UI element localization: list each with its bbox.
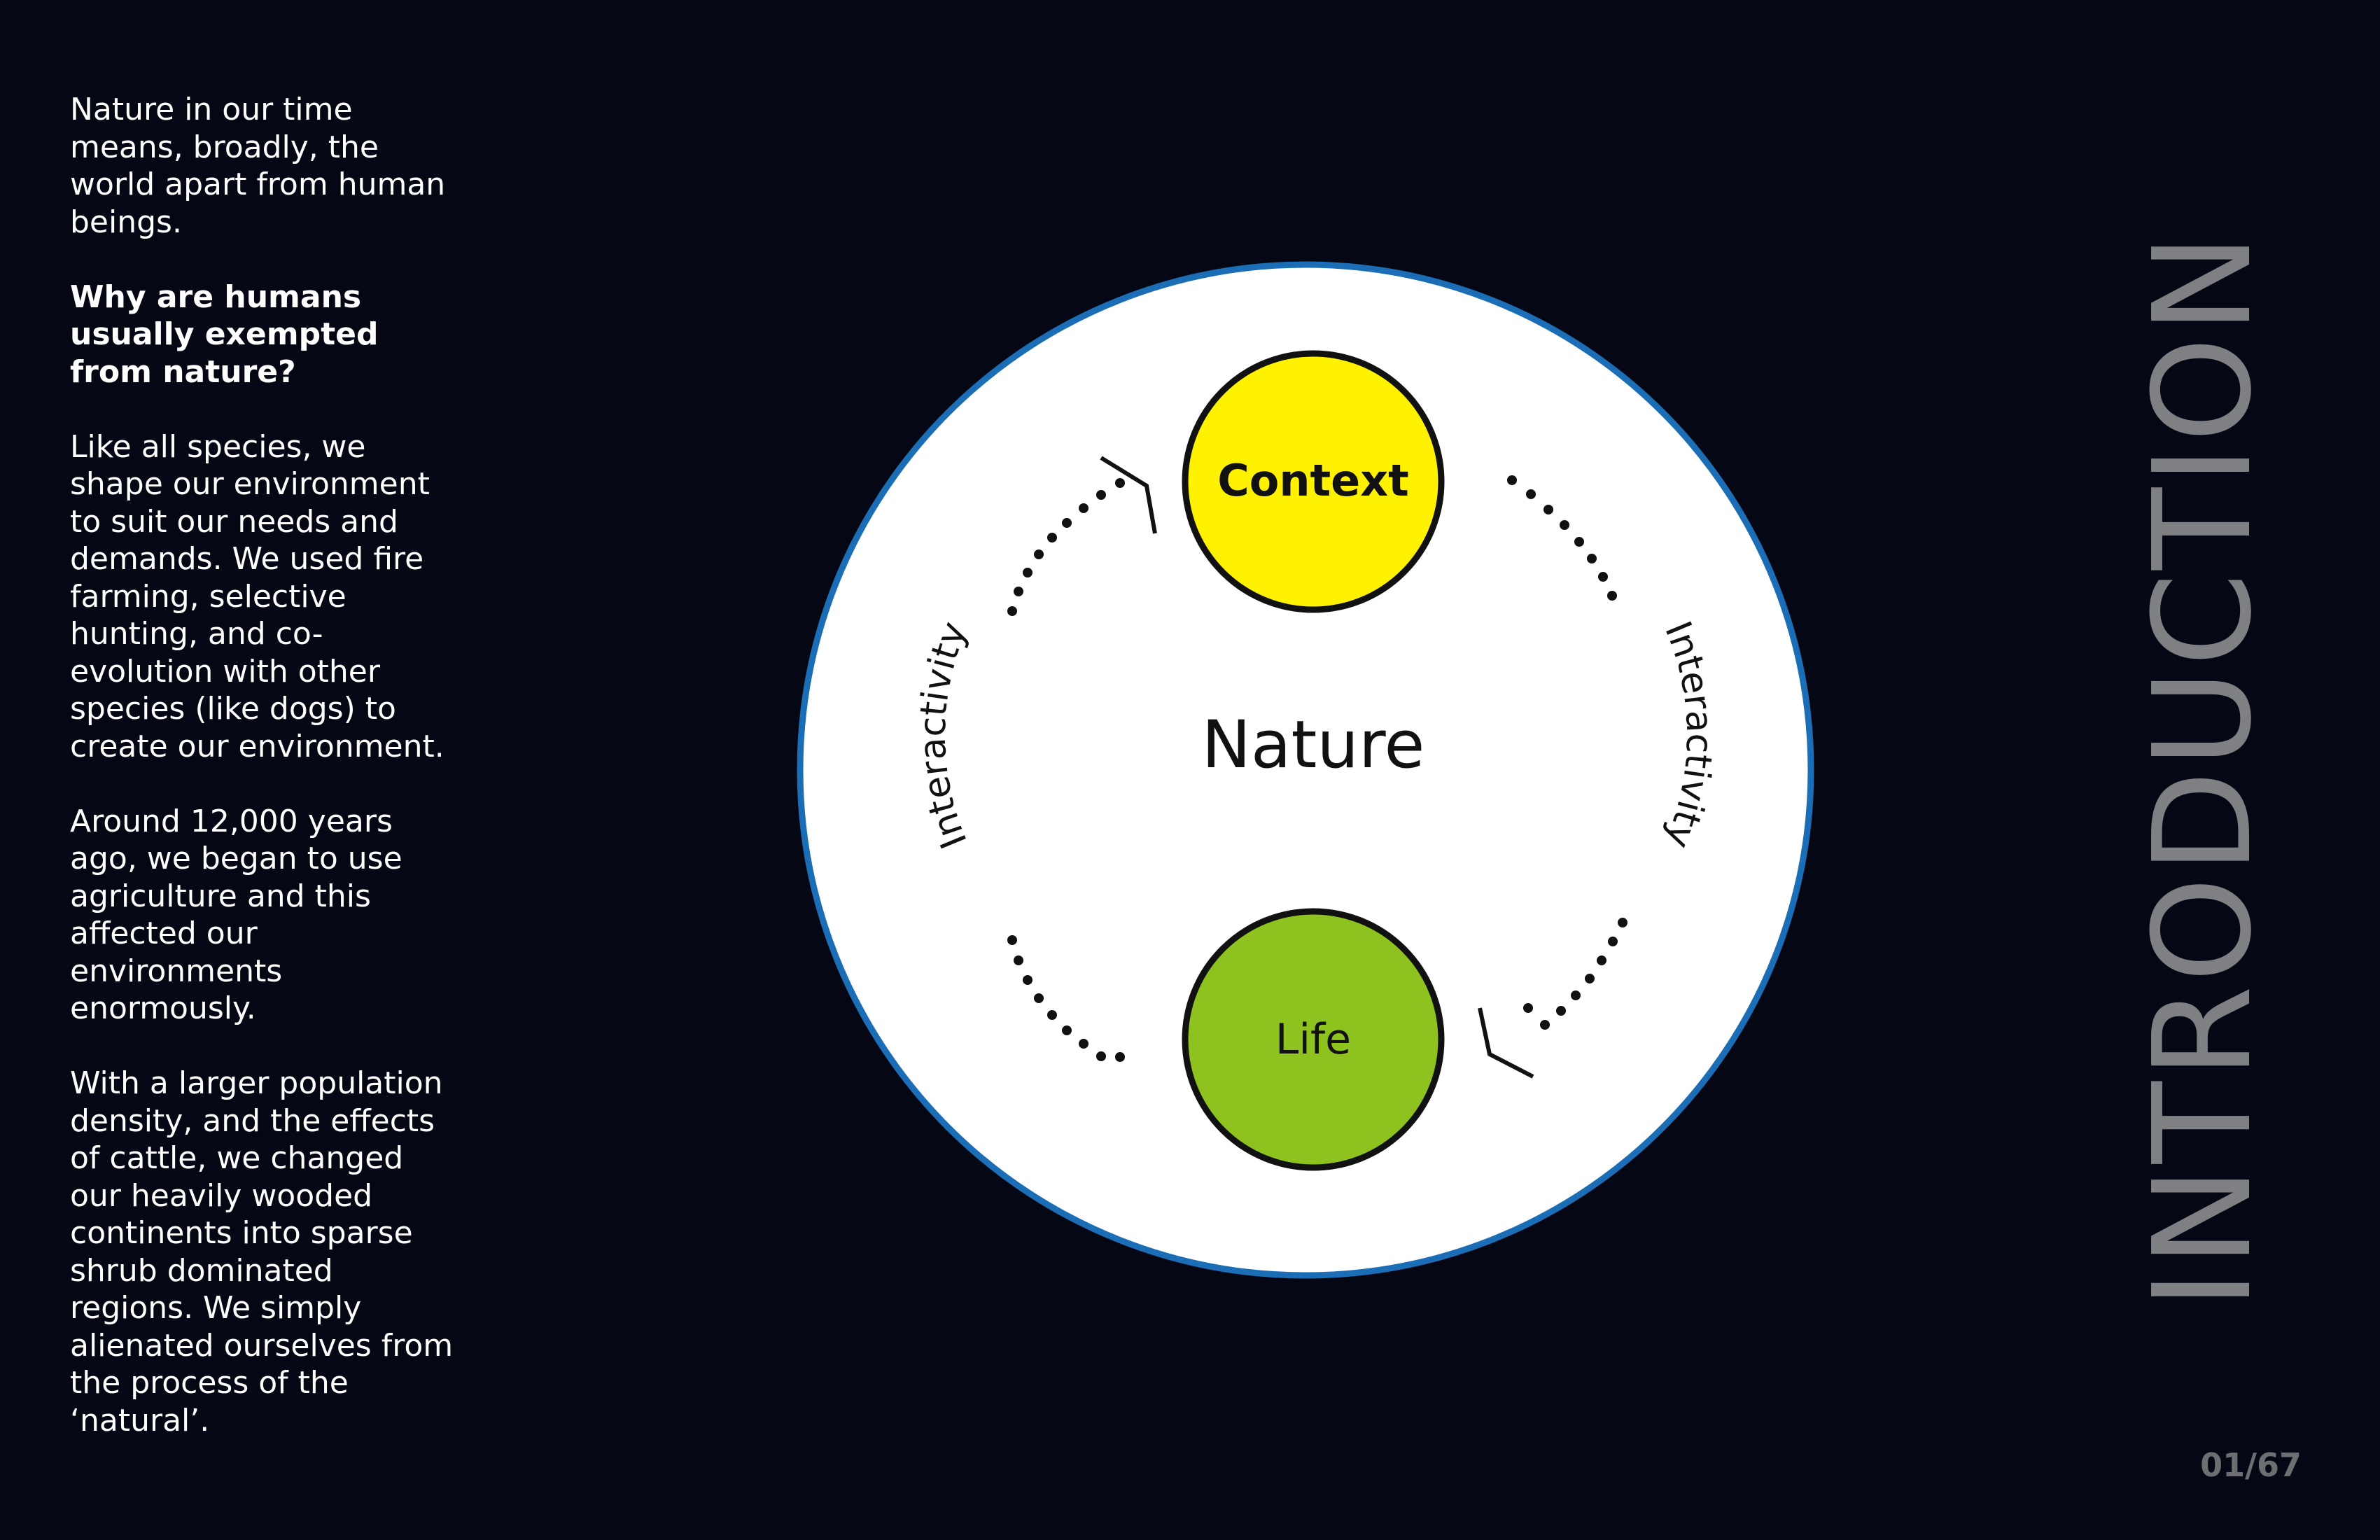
left-bottom-dotted-arc	[1007, 935, 1125, 1062]
question-heading: Why are humans usually exempted from nat…	[70, 279, 379, 390]
nature-label: Nature	[1202, 707, 1425, 783]
body-paragraph-1: Like all species, we shape our environme…	[70, 428, 444, 764]
life-node	[1182, 908, 1445, 1171]
context-label: Context	[1217, 455, 1409, 506]
section-title: INTRODUCTION	[2125, 230, 2281, 1310]
context-node	[1182, 350, 1445, 613]
page-number: 01/67	[2200, 1446, 2302, 1484]
body-paragraph-3: With a larger population density, and th…	[70, 1065, 454, 1438]
life-label: Life	[1275, 1015, 1351, 1064]
left-top-dotted-arc	[1007, 478, 1125, 616]
sidebar-text: Nature in our time means, broadly, the w…	[70, 91, 462, 1477]
right-top-dotted-arc	[1507, 475, 1617, 601]
arrowhead-bottom-right-icon	[1478, 1007, 1534, 1079]
body-paragraph-2: Around 12,000 years ago, we began to use…	[70, 803, 402, 1027]
arrowhead-top-left-icon	[1100, 456, 1157, 534]
outer-circle	[797, 261, 1814, 1279]
right-bottom-dotted-arc	[1523, 918, 1628, 1030]
intro-paragraph: Nature in our time means, broadly, the w…	[70, 92, 446, 240]
